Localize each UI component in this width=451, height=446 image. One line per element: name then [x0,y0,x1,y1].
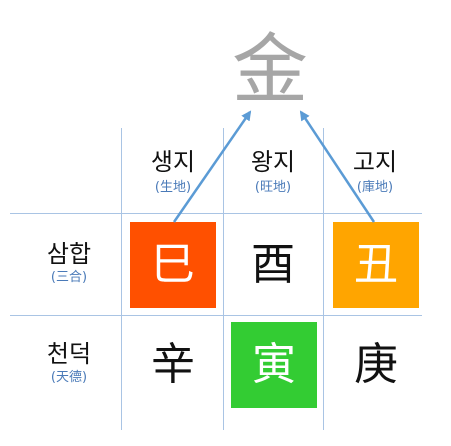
column-header-wangji: 왕지 (旺地) [228,148,318,196]
column-header-hanja: (庫地) [356,180,394,195]
column-header-label: 생지 [150,148,196,176]
column-header-goji: 고지 (庫地) [330,148,420,196]
cell-cheondeok-saengji: 辛 [130,322,216,408]
row-header-hanja: (三合) [50,270,88,285]
column-header-hanja: (旺地) [254,180,292,195]
cell-samhap-wangji: 酉 [230,222,316,308]
vertical-grid-line-1 [121,128,122,430]
arrow-from-chuk-to-metal [299,110,376,223]
cell-samhap-saengji: 巳 [130,222,216,308]
vertical-grid-line-2 [223,128,224,430]
column-header-hanja: (生地) [154,180,192,195]
row-header-hanja: (天德) [50,370,88,385]
cell-cheondeok-wangji: 寅 [231,322,317,408]
cell-samhap-goji: 丑 [333,222,419,308]
vertical-grid-line-3 [323,128,324,430]
horizontal-grid-line-1 [10,213,422,214]
metal-element-title: 金 [232,25,308,114]
row-header-cheondeok: 천덕 (天德) [24,340,114,386]
row-header-samhap: 삼합 (三合) [24,240,114,286]
column-header-label: 왕지 [250,148,296,176]
row-header-label: 천덕 [46,340,92,368]
row-header-label: 삼합 [46,240,92,268]
horizontal-grid-line-2 [10,315,422,316]
cell-cheondeok-goji: 庚 [333,322,419,408]
column-header-label: 고지 [352,148,398,176]
arrow-from-sa-to-metal [172,110,252,223]
column-header-saengji: 생지 (生地) [128,148,218,196]
